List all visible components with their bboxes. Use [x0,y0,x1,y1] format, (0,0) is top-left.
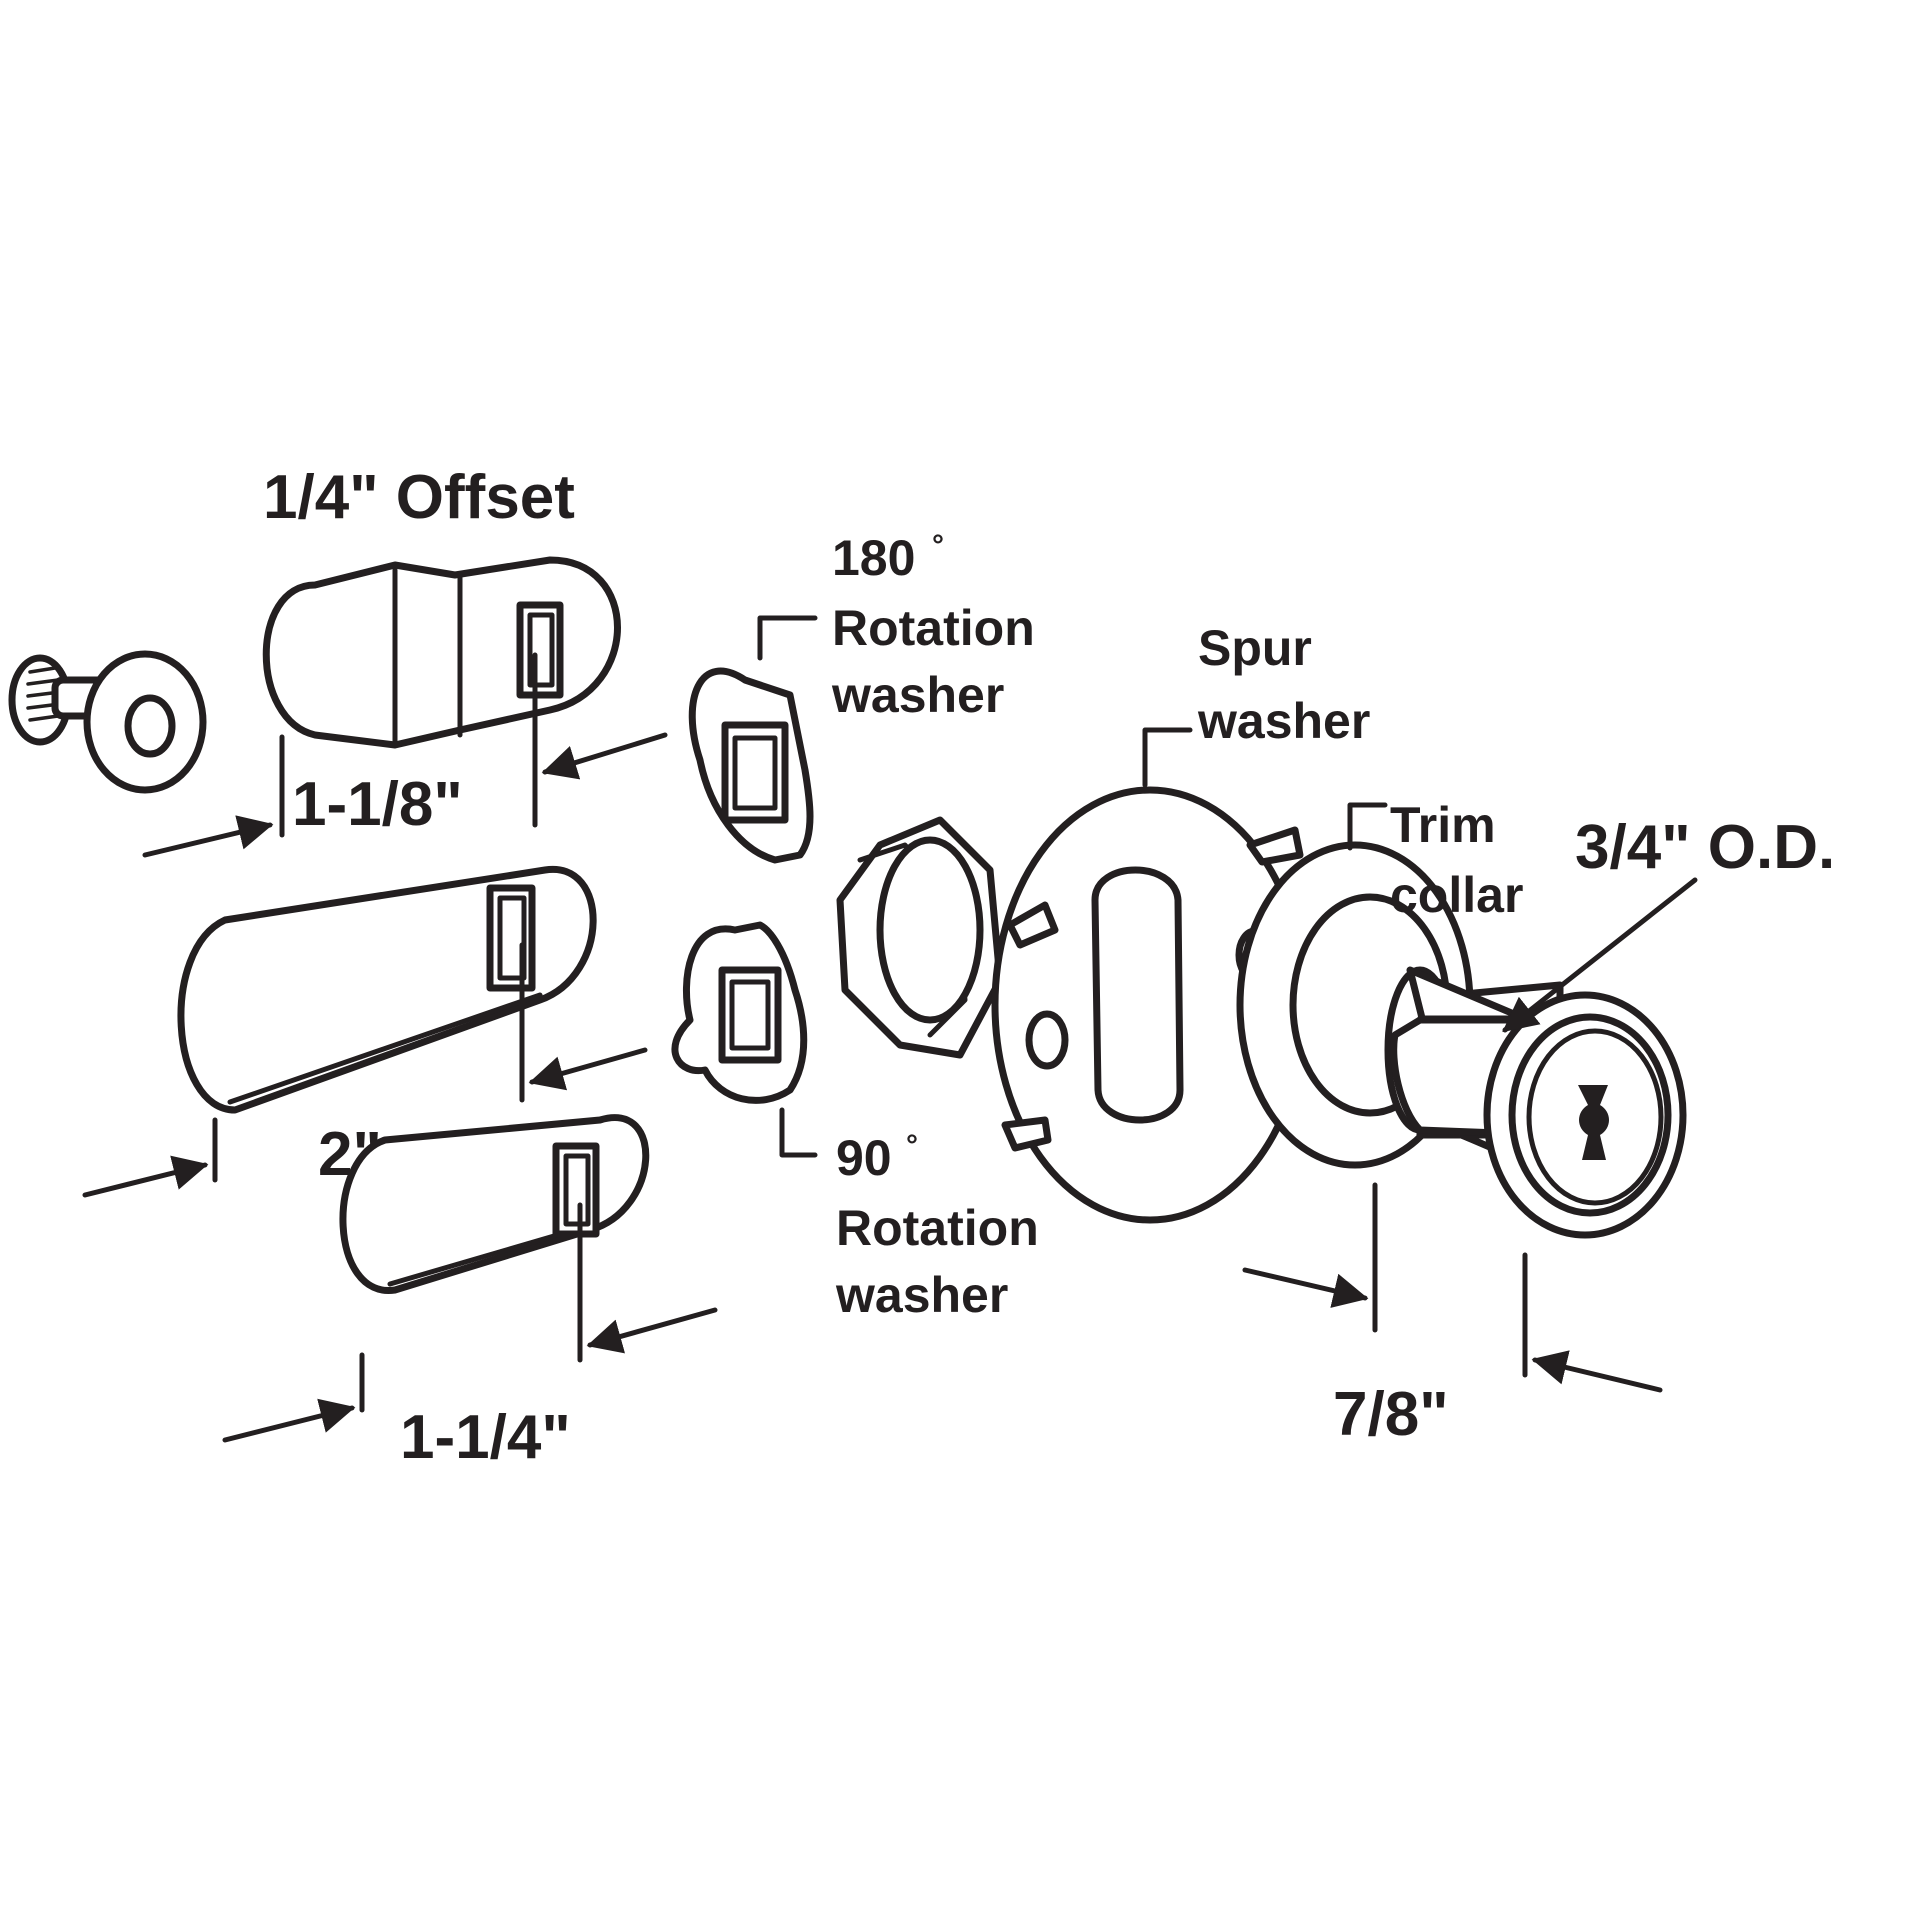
rotation-180-degree-label: 180 [832,530,915,586]
labels: 1/4" Offset 1-1/8" 2" 1-1/4" 180 ° Rotat… [263,463,1835,1472]
dim-long-cam-label: 2" [318,1120,382,1189]
long-cam [177,866,597,1114]
dimension-lines [82,615,1698,1443]
hex-nut [836,816,1004,1059]
rotation-washer-90 [671,921,808,1104]
rotation-180-line2: washer [831,667,1004,723]
rotation-90-line1: Rotation [836,1200,1039,1256]
dim-offset-cam-label: 1-1/8" [292,770,463,839]
spur-washer-line2: washer [1197,693,1370,749]
rotation-180-line1: Rotation [832,600,1035,656]
rotation-washer-180 [688,667,814,864]
rotation-180-degree-symbol: ° [932,529,944,562]
spur-washer-line1: Spur [1198,620,1312,676]
rotation-90-degree-label: 90 [836,1130,892,1186]
lock-cylinder [1384,966,1687,1239]
rotation-90-degree-symbol: ° [906,1129,918,1162]
screw-part [8,650,207,794]
trim-collar-line2: collar [1390,867,1523,923]
od-label: 3/4" O.D. [1575,813,1835,882]
dim-short-cam-label: 1-1/4" [400,1403,571,1472]
offset-cam [262,556,621,749]
short-cam [339,1114,650,1294]
trim-collar-line1: Trim [1390,797,1496,853]
dim-cylinder-label: 7/8" [1333,1380,1449,1449]
rotation-90-line2: washer [835,1267,1008,1323]
keyhole-icon [1578,1085,1609,1160]
offset-label: 1/4" Offset [263,463,575,532]
